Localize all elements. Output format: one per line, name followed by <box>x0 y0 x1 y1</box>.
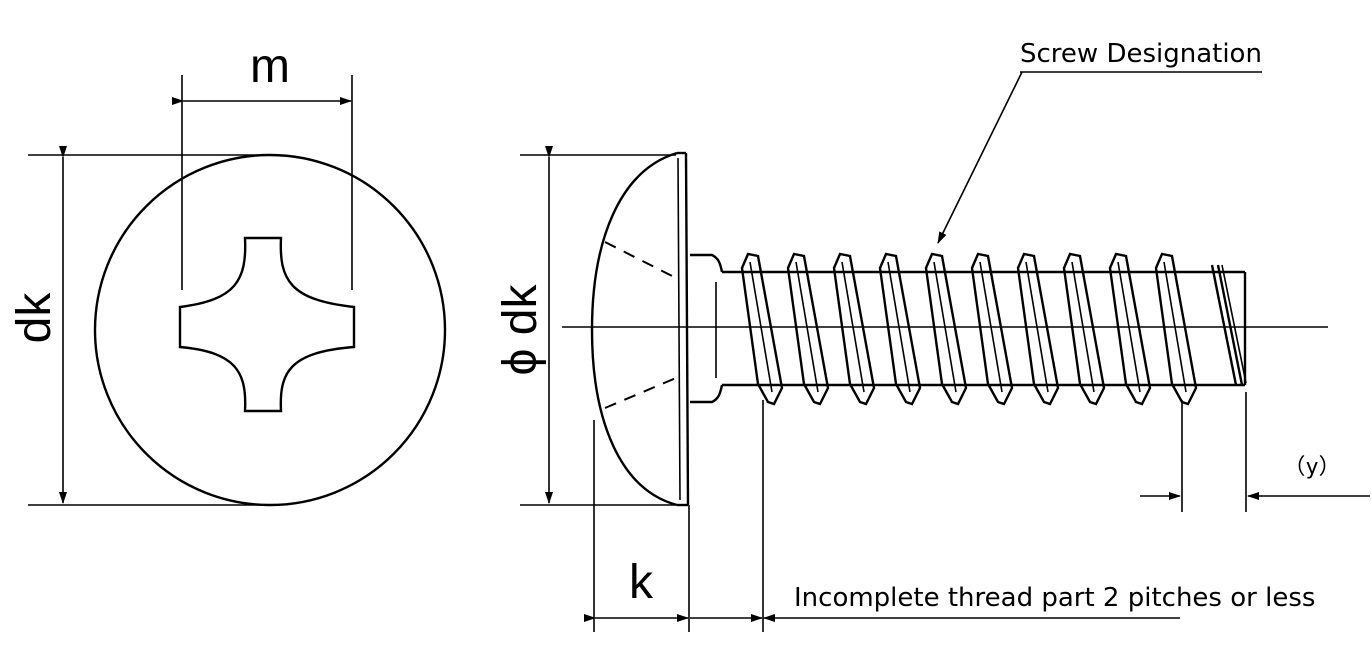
recess-hidden-line-bottom <box>604 377 677 409</box>
thread-crest <box>1016 252 1060 406</box>
recess-hidden-line-top <box>604 241 677 279</box>
incomplete-thread-label: Incomplete thread part 2 pitches or less <box>794 583 1315 613</box>
k-label: k <box>629 556 654 609</box>
side-view: ϕ dk k Incomplete thread part 2 pitches … <box>494 39 1370 632</box>
m-label: m <box>250 40 290 93</box>
thread-crest <box>786 252 830 406</box>
truss-head-outline <box>590 151 678 507</box>
thread-crest <box>832 252 876 406</box>
head-circle <box>93 153 447 507</box>
y-label: （y） <box>1283 455 1340 480</box>
thread-crest <box>1062 252 1106 406</box>
thread-crest <box>740 252 784 406</box>
thread-crest <box>1154 252 1198 406</box>
shank-neck-top <box>690 253 724 273</box>
dk-label: dk <box>8 292 61 344</box>
top-view: m dk <box>8 40 447 507</box>
thread-crest <box>924 252 968 406</box>
thread-crest <box>1108 252 1152 406</box>
thread-crest <box>878 252 922 406</box>
head-bearing-inner <box>677 157 681 501</box>
phi-dk-label: ϕ dk <box>494 284 547 376</box>
screw-designation-label: Screw Designation <box>1020 39 1262 69</box>
thread-tip-end <box>1210 264 1247 386</box>
head-bearing-face <box>684 152 690 506</box>
thread-crests <box>740 252 1198 406</box>
phillips-recess <box>178 236 356 413</box>
shank-neck-bottom <box>690 384 724 404</box>
screw-designation-leader <box>937 71 1023 244</box>
thread-crest <box>970 252 1014 406</box>
